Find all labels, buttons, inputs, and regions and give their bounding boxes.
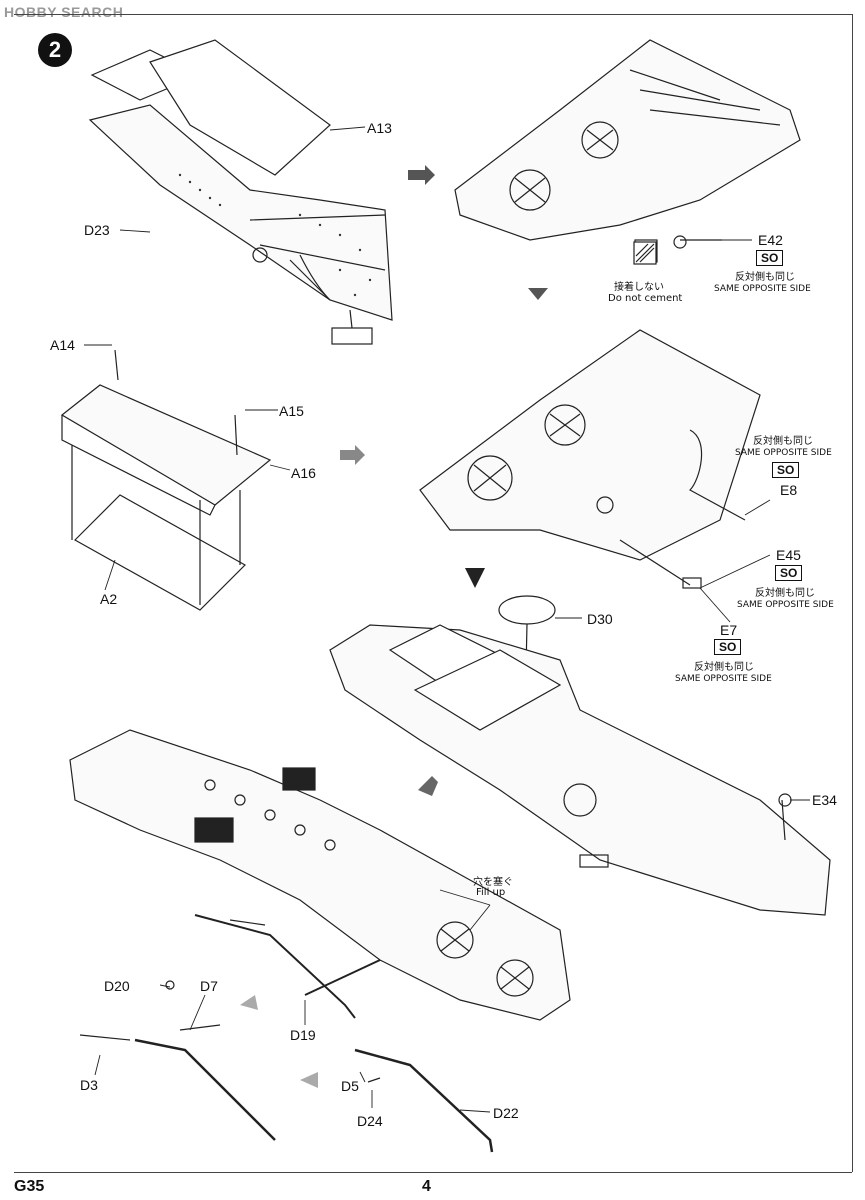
same-opposite-en-e45: SAME OPPOSITE SIDE <box>737 600 834 610</box>
chassis-center-drawing <box>329 595 831 916</box>
so-badge-e45: SO <box>775 565 803 581</box>
page-border-right <box>852 14 853 1172</box>
watermark: HOBBY SEARCH <box>4 4 124 20</box>
deck-plate-drawing <box>60 349 272 611</box>
part-label-d30: D30 <box>587 611 613 627</box>
same-opposite-en-e8: SAME OPPOSITE SIDE <box>735 448 832 458</box>
part-label-d19: D19 <box>290 1027 316 1043</box>
part-label-e7: E7 <box>720 622 738 638</box>
fill-up-jp: 穴を塞ぐ <box>473 877 513 888</box>
kit-code: G35 <box>14 1178 45 1195</box>
fill-up-en: Fill up <box>476 887 506 898</box>
arm-parts-drawing <box>79 914 494 1153</box>
so-badge-e8: SO <box>772 462 800 478</box>
chassis-bottom-drawing <box>69 729 571 1021</box>
same-opposite-jp-e42: 反対側も同じ <box>735 272 795 283</box>
same-opposite-jp-e45: 反対側も同じ <box>755 588 815 599</box>
so-badge-e7: SO <box>714 639 742 655</box>
part-label-d5: D5 <box>341 1078 359 1094</box>
page-border-top <box>14 14 852 15</box>
part-label-a15: A15 <box>279 403 304 419</box>
page-number: 4 <box>422 1178 431 1195</box>
chassis-top-left-drawing <box>88 39 393 345</box>
same-opposite-jp-e7: 反対側も同じ <box>694 662 754 673</box>
same-opposite-jp-e8: 反対側も同じ <box>753 436 813 447</box>
do-not-cement-symbol <box>633 241 657 265</box>
part-label-e8: E8 <box>780 482 798 498</box>
do-not-cement-jp: 接着しない <box>614 282 664 293</box>
part-label-e34: E34 <box>812 792 837 808</box>
part-label-e45: E45 <box>776 547 801 563</box>
leader-lines <box>84 126 810 1113</box>
do-not-cement-en: Do not cement <box>608 293 683 304</box>
same-opposite-en-e7: SAME OPPOSITE SIDE <box>675 674 772 684</box>
part-label-d3: D3 <box>80 1077 98 1093</box>
part-label-a2: A2 <box>100 591 118 607</box>
part-label-a14: A14 <box>50 337 75 353</box>
chassis-mid-right-drawing <box>419 329 761 589</box>
part-label-d23: D23 <box>84 222 110 238</box>
so-badge-e42: SO <box>756 250 784 266</box>
flow-arrows <box>240 165 548 1088</box>
part-label-d7: D7 <box>200 978 218 994</box>
step-number-badge: 2 <box>38 33 72 67</box>
rivet-pattern-1 <box>178 173 372 297</box>
part-label-d20: D20 <box>104 978 130 994</box>
part-label-a13: A13 <box>367 120 392 136</box>
part-label-a16: A16 <box>291 465 316 481</box>
same-opposite-en-e42: SAME OPPOSITE SIDE <box>714 284 811 294</box>
part-label-d22: D22 <box>493 1105 519 1121</box>
part-label-e42: E42 <box>758 232 783 248</box>
part-label-d24: D24 <box>357 1113 383 1129</box>
chassis-top-right-drawing <box>454 39 801 263</box>
page-border-bottom <box>14 1172 852 1173</box>
